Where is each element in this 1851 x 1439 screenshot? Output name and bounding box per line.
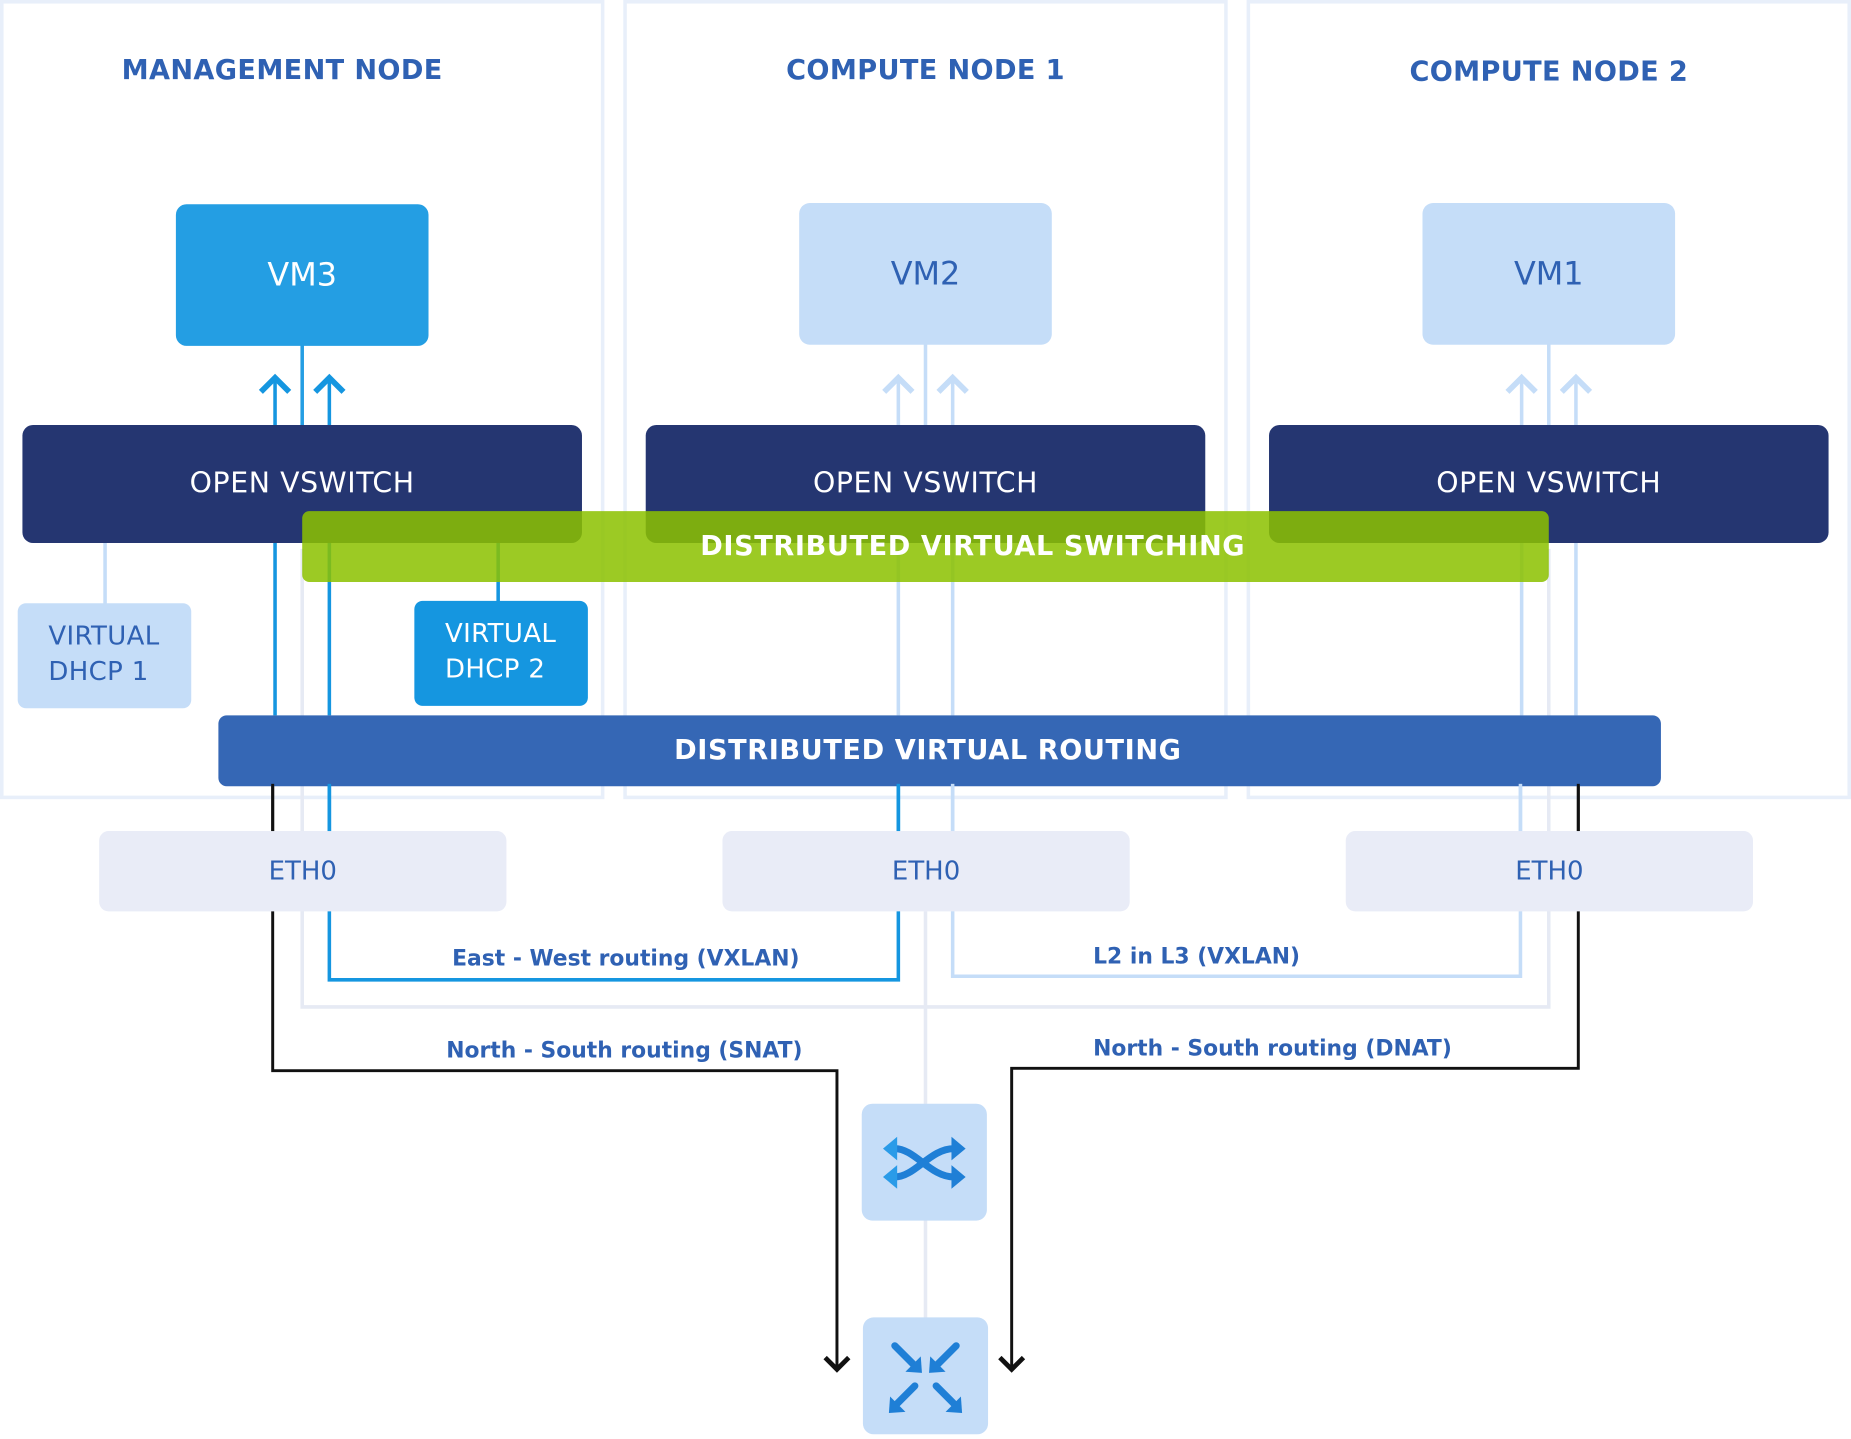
eth0-management-label: ETH0: [268, 856, 337, 886]
vm1-label: VM1: [1513, 255, 1584, 293]
router-icon: [888, 1342, 963, 1414]
north-south-snat-label: North - South routing (SNAT): [446, 1038, 803, 1064]
network-switch-icon: [882, 1136, 966, 1189]
dhcp2-line2: DHCP 2: [445, 655, 546, 685]
vm3-box[interactable]: VM3: [175, 204, 429, 346]
distributed-virtual-switching-label: DISTRIBUTED VIRTUAL SWITCHING: [700, 531, 1246, 562]
vm3-label: VM3: [267, 256, 337, 294]
distributed-virtual-routing-label: DISTRIBUTED VIRTUAL ROUTING: [674, 735, 1182, 767]
virtual-dhcp-1[interactable]: VIRTUAL DHCP 1: [17, 603, 192, 709]
management-node-title: MANAGEMENT NODE: [121, 55, 443, 87]
eth0-management[interactable]: ETH0: [99, 831, 507, 912]
router[interactable]: [862, 1317, 989, 1435]
management-ovs-label: OPEN VSWITCH: [189, 466, 415, 500]
north-south-dnat-label: North - South routing (DNAT): [1093, 1036, 1452, 1062]
compute-node-2-title: COMPUTE NODE 2: [1409, 56, 1689, 88]
dhcp2-line1: VIRTUAL: [445, 619, 557, 650]
north-south-dnat-path: [998, 783, 1580, 1373]
physical-switch[interactable]: [861, 1103, 987, 1221]
compute-2-ovs-label: OPEN VSWITCH: [1436, 466, 1662, 500]
vm2-label: VM2: [890, 255, 961, 293]
compute-node-1-title: COMPUTE NODE 1: [786, 55, 1065, 87]
dhcp1-line1: VIRTUAL: [48, 622, 160, 652]
eth0-compute-1[interactable]: ETH0: [722, 831, 1130, 912]
l2-in-l3-label: L2 in L3 (VXLAN): [1093, 944, 1301, 970]
distributed-virtual-switching-band: DISTRIBUTED VIRTUAL SWITCHING: [302, 511, 1549, 582]
east-west-routing-label: East - West routing (VXLAN): [452, 946, 800, 972]
eth0-compute-1-label: ETH0: [891, 856, 961, 886]
north-south-snat-path: [271, 783, 851, 1373]
eth0-compute-2[interactable]: ETH0: [1345, 831, 1754, 912]
distributed-virtual-routing-band: DISTRIBUTED VIRTUAL ROUTING: [218, 715, 1661, 787]
vm2-box[interactable]: VM2: [799, 203, 1052, 345]
virtual-dhcp-2[interactable]: VIRTUAL DHCP 2: [414, 600, 588, 706]
compute-1-ovs-label: OPEN VSWITCH: [812, 466, 1039, 500]
eth0-compute-2-label: ETH0: [1515, 856, 1584, 886]
vm1-box[interactable]: VM1: [1422, 203, 1676, 345]
dhcp1-line2: DHCP 1: [48, 657, 149, 688]
